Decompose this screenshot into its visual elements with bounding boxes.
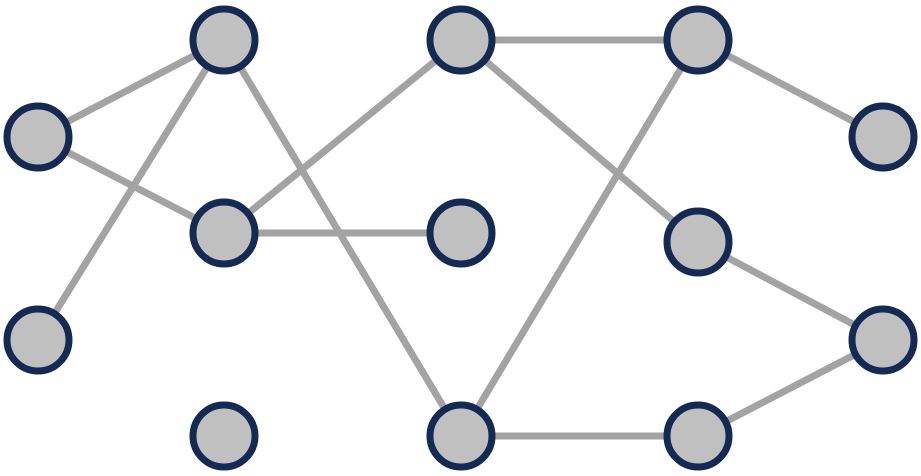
edge-n8-n11 — [696, 238, 885, 344]
graph-node-n10 — [848, 102, 918, 172]
graph-node-n5 — [3, 305, 73, 375]
edges-layer — [35, 36, 885, 440]
graph-node-n12 — [663, 401, 733, 471]
edge-n5-n2 — [35, 38, 227, 342]
graph-node-n8 — [663, 207, 733, 277]
nodes-layer — [3, 5, 918, 471]
edge-n7-n9 — [457, 38, 702, 438]
graph-node-n4 — [426, 5, 496, 75]
edge-n12-n11 — [696, 336, 885, 440]
graph-node-n13 — [189, 401, 259, 471]
graph-node-n9 — [426, 401, 496, 471]
graph-node-n3 — [189, 198, 259, 268]
graph-node-n11 — [848, 305, 918, 375]
edge-n2-n9 — [220, 38, 465, 438]
edge-n3-n4 — [221, 37, 464, 236]
graph-node-n2 — [189, 5, 259, 75]
graph-node-n7 — [663, 5, 733, 75]
graph-node-n1 — [3, 102, 73, 172]
edge-n7-n10 — [696, 36, 885, 141]
edge-n4-n8 — [458, 37, 701, 245]
edge-n1-n2 — [36, 36, 226, 141]
graph-node-n6 — [426, 198, 496, 268]
